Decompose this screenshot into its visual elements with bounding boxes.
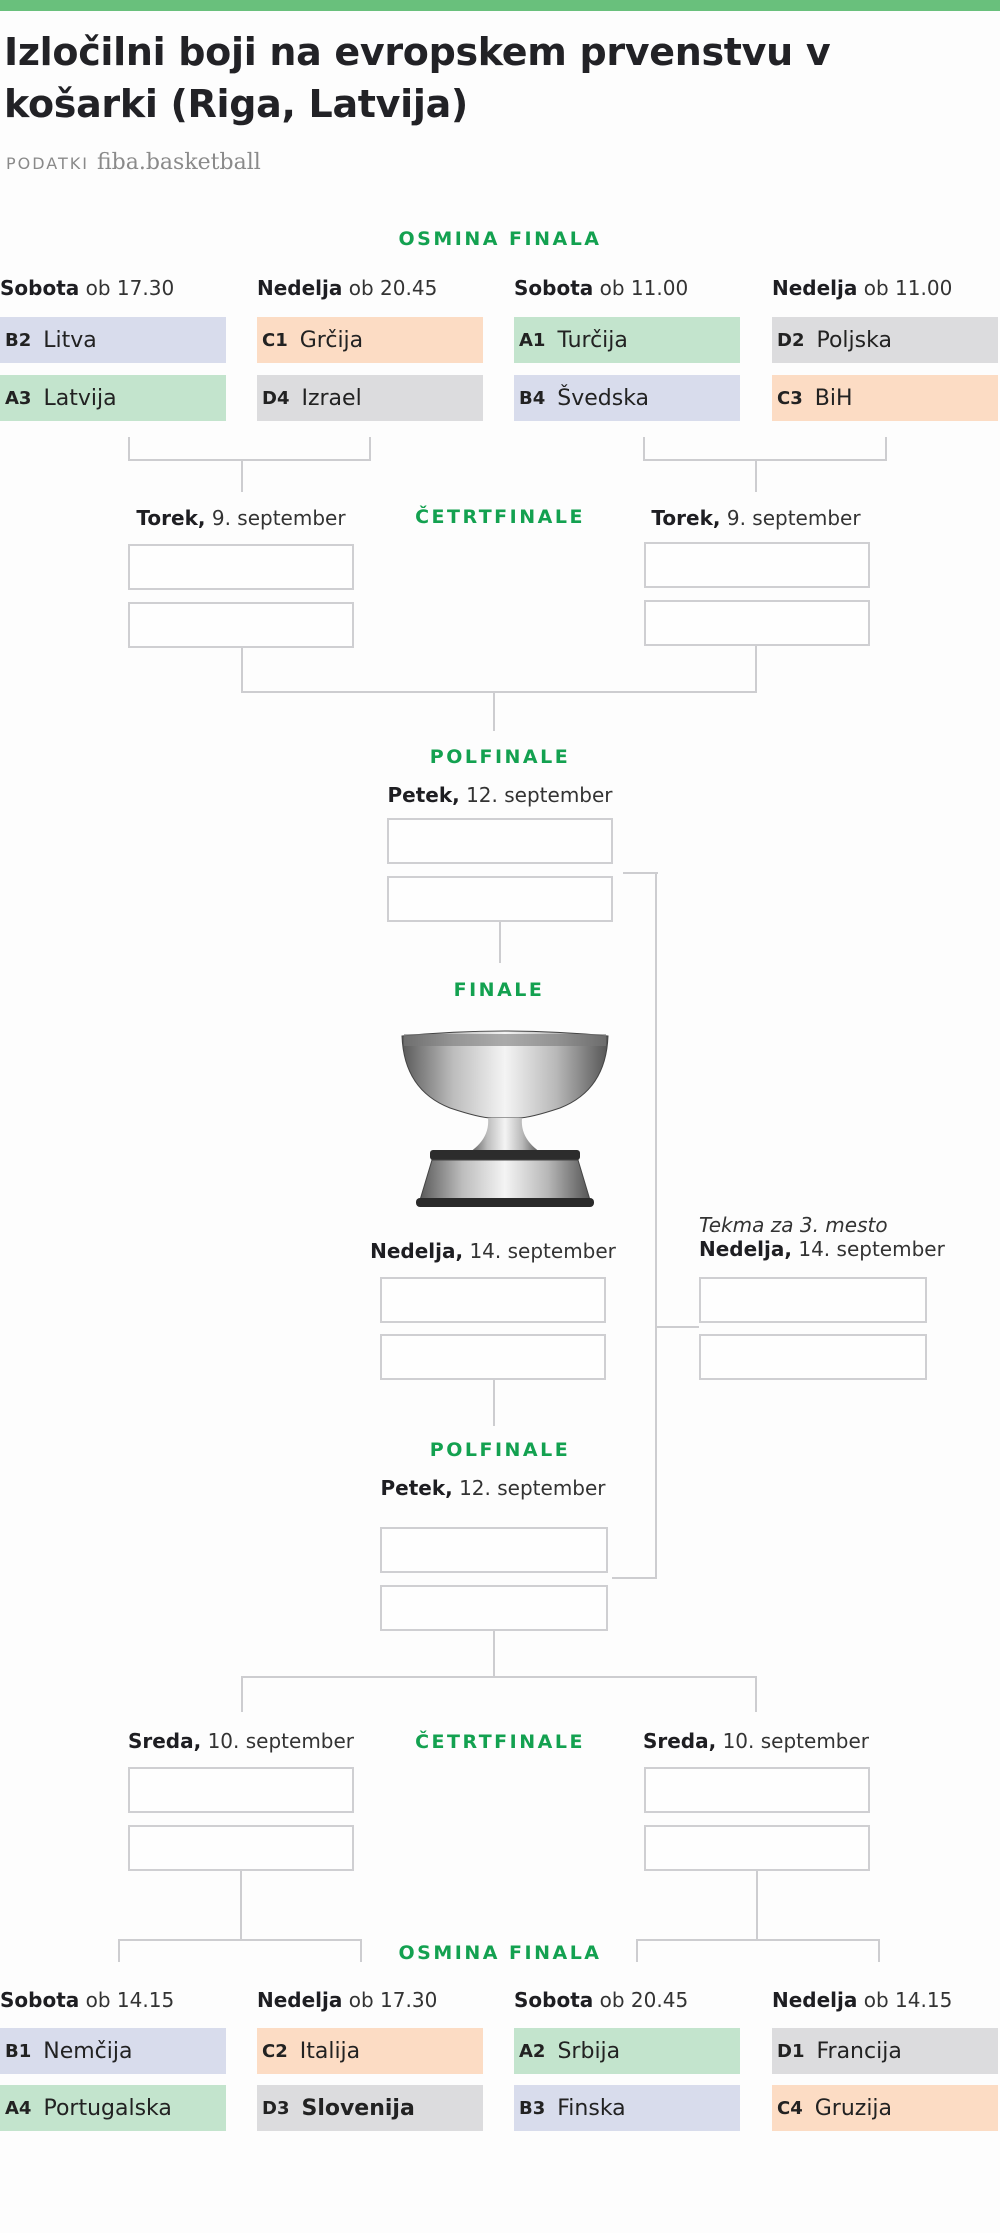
round-label-qf-top: ČETRTFINALE xyxy=(415,506,585,528)
empty-team-slot xyxy=(128,602,354,648)
bracket-line xyxy=(755,459,757,492)
bracket-line xyxy=(241,648,243,693)
empty-team-slot xyxy=(644,542,870,588)
round-label-final: FINALE xyxy=(453,979,545,1001)
match-time-r16-2: Nedelja ob 20.45 xyxy=(257,276,438,300)
bracket-line xyxy=(612,1577,657,1579)
bracket-line xyxy=(756,1871,758,1941)
match-date-qf-3: Sreda, 10. september xyxy=(127,1729,355,1753)
bracket-line xyxy=(118,1939,362,1941)
match-date-qf-2: Torek, 9. september xyxy=(651,506,861,530)
trophy-cup-icon xyxy=(401,1030,609,1207)
empty-team-slot xyxy=(380,1585,608,1631)
bracket-line xyxy=(493,1631,495,1678)
empty-team-slot xyxy=(387,876,613,922)
round-label-r16-bottom: OSMINA FINALA xyxy=(398,1942,602,1964)
bracket-line xyxy=(360,1939,362,1962)
match-time-r16-4: Nedelja ob 11.00 xyxy=(772,276,953,300)
bracket-line xyxy=(128,459,371,461)
round-label-qf-bottom: ČETRTFINALE xyxy=(415,1731,585,1753)
empty-team-slot xyxy=(699,1334,927,1380)
empty-team-slot xyxy=(699,1277,927,1323)
bracket-line xyxy=(636,1939,880,1941)
source-line: PODATKI fiba.basketball xyxy=(6,150,261,175)
page-title: Izločilni boji na evropskem prvenstvu v … xyxy=(4,30,831,126)
match-date-qf-1: Torek, 9. september xyxy=(136,506,346,530)
match-time-r16-7: Sobota ob 20.45 xyxy=(514,1988,689,2012)
source-value: fiba.basketball xyxy=(96,150,261,175)
bracket-line xyxy=(755,1676,757,1712)
bracket-line xyxy=(241,1676,243,1712)
top-accent-bar xyxy=(0,0,1000,11)
bracket-line xyxy=(240,1871,242,1941)
round-label-sf-top: POLFINALE xyxy=(429,746,571,768)
round-label-sf-bottom: POLFINALE xyxy=(429,1439,571,1461)
match-date-sf-2: Petek, 12. september xyxy=(380,1476,606,1500)
match-date-final: Nedelja, 14. september xyxy=(370,1239,616,1263)
bracket-line xyxy=(623,872,658,874)
bracket-line xyxy=(241,691,757,693)
empty-team-slot xyxy=(128,544,354,590)
bracket-line xyxy=(369,437,371,461)
empty-team-slot xyxy=(128,1825,354,1871)
third-place-bracket-line xyxy=(655,872,657,1579)
match-date-qf-4: Sreda, 10. september xyxy=(642,1729,870,1753)
match-date-sf-1: Petek, 12. september xyxy=(387,783,613,807)
bracket-line xyxy=(493,1380,495,1426)
empty-team-slot xyxy=(380,1334,606,1380)
bracket-line xyxy=(499,922,501,963)
empty-team-slot xyxy=(644,600,870,646)
match-time-r16-8: Nedelja ob 14.15 xyxy=(772,1988,953,2012)
bracket-line xyxy=(755,646,757,693)
bracket-line xyxy=(643,437,645,461)
empty-team-slot xyxy=(380,1277,606,1323)
empty-team-slot xyxy=(128,1767,354,1813)
match-time-r16-3: Sobota ob 11.00 xyxy=(514,276,689,300)
bracket-line xyxy=(636,1939,638,1962)
match-time-r16-1: Sobota ob 17.30 xyxy=(0,276,175,300)
empty-team-slot xyxy=(387,818,613,864)
empty-team-slot xyxy=(644,1767,870,1813)
bracket-line xyxy=(118,1939,120,1962)
bracket-line xyxy=(493,691,495,731)
bracket-line xyxy=(241,459,243,492)
empty-team-slot xyxy=(380,1527,608,1573)
bracket-line xyxy=(241,1676,757,1678)
bracket-line xyxy=(655,1326,699,1328)
source-label: PODATKI xyxy=(6,154,89,173)
empty-team-slot xyxy=(644,1825,870,1871)
round-label-r16-top: OSMINA FINALA xyxy=(398,228,602,250)
match-time-r16-6: Nedelja ob 17.30 xyxy=(257,1988,438,2012)
bracket-line xyxy=(878,1939,880,1962)
bracket-line xyxy=(643,459,887,461)
bracket-line xyxy=(885,437,887,461)
bracket-line xyxy=(128,437,130,461)
match-time-r16-5: Sobota ob 14.15 xyxy=(0,1988,175,2012)
